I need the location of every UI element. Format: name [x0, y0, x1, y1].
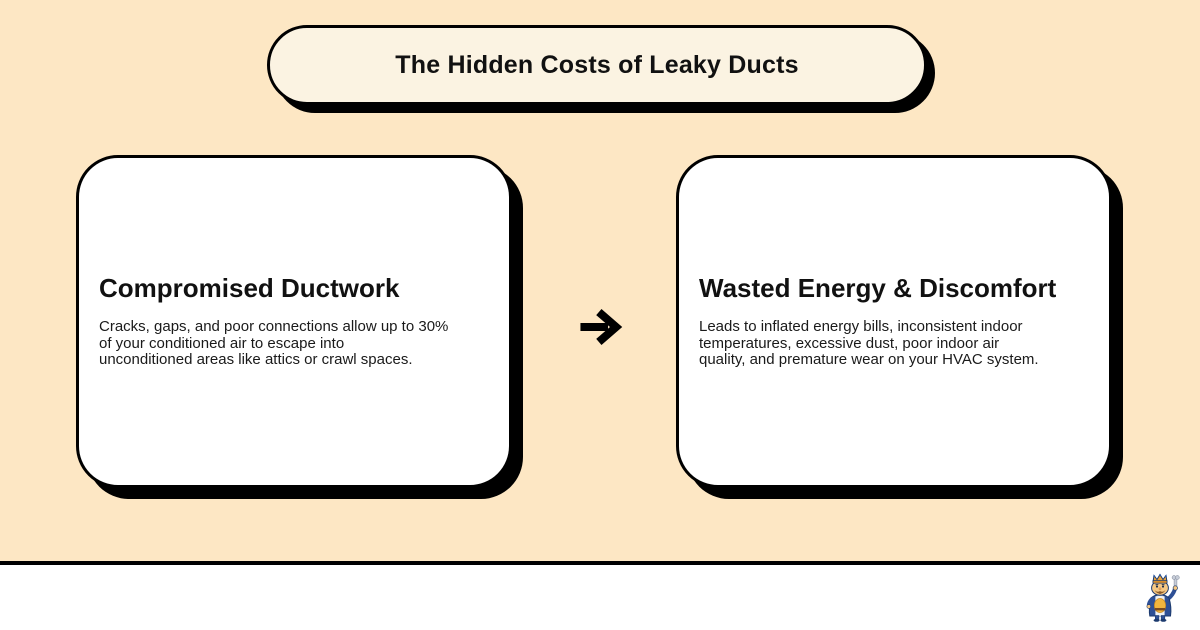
title-pill: The Hidden Costs of Leaky Ducts: [267, 25, 927, 105]
king-mascot-icon: [1146, 573, 1180, 622]
footer-bar: [0, 561, 1200, 630]
card-body: Leads to inflated energy bills, inconsis…: [699, 318, 1039, 369]
card-compromised-ductwork: Compromised Ductwork Cracks, gaps, and p…: [76, 155, 512, 488]
card-title: Wasted Energy & Discomfort: [699, 273, 1057, 304]
card-body: Cracks, gaps, and poor connections allow…: [99, 318, 449, 369]
card-wasted-energy: Wasted Energy & Discomfort Leads to infl…: [676, 155, 1112, 488]
connector: [577, 304, 623, 350]
page-title: The Hidden Costs of Leaky Ducts: [395, 50, 799, 79]
card-title: Compromised Ductwork: [99, 273, 400, 304]
right-arrow-icon: [580, 309, 623, 345]
